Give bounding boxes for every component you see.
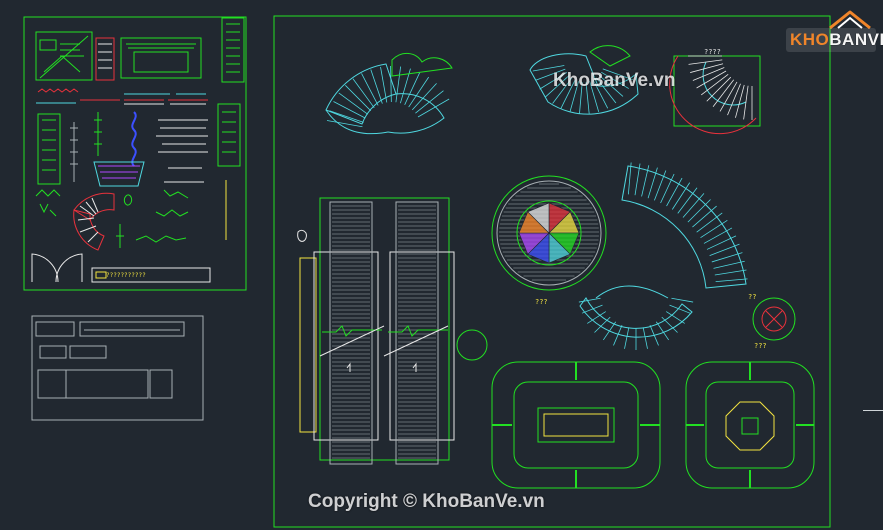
curved-stair-right	[621, 162, 748, 289]
watermark-bottom: Copyright © KhoBanVe.vn	[308, 491, 545, 512]
legend-bar-label: ???????????	[106, 272, 146, 279]
main-sheet-frame	[273, 15, 831, 528]
watermark-center: KhoBanVe.vn	[553, 70, 676, 91]
edge-tick	[863, 410, 883, 411]
logo-text: KHOBANVE	[790, 30, 883, 49]
round-plaza-label: ???	[535, 298, 548, 306]
small-circle-label: ???	[754, 342, 767, 350]
planter-square	[685, 361, 815, 489]
spiral-stair-note: ????	[704, 48, 721, 56]
fan-stair-left	[325, 53, 453, 135]
fan-stair-middle	[529, 45, 639, 115]
overview-sheet	[23, 16, 247, 291]
small-circle-tag: ??	[748, 293, 757, 301]
house-roof-icon	[786, 10, 876, 52]
spiral-stair-top-right	[669, 55, 761, 135]
round-plaza	[491, 175, 607, 291]
planter-large	[491, 361, 661, 489]
fan-stair-lower	[578, 285, 694, 350]
detail-box	[31, 315, 204, 421]
small-round-feature	[752, 297, 796, 341]
escalator-plan	[297, 197, 488, 465]
site-logo[interactable]: KHOBANVE	[786, 8, 883, 54]
